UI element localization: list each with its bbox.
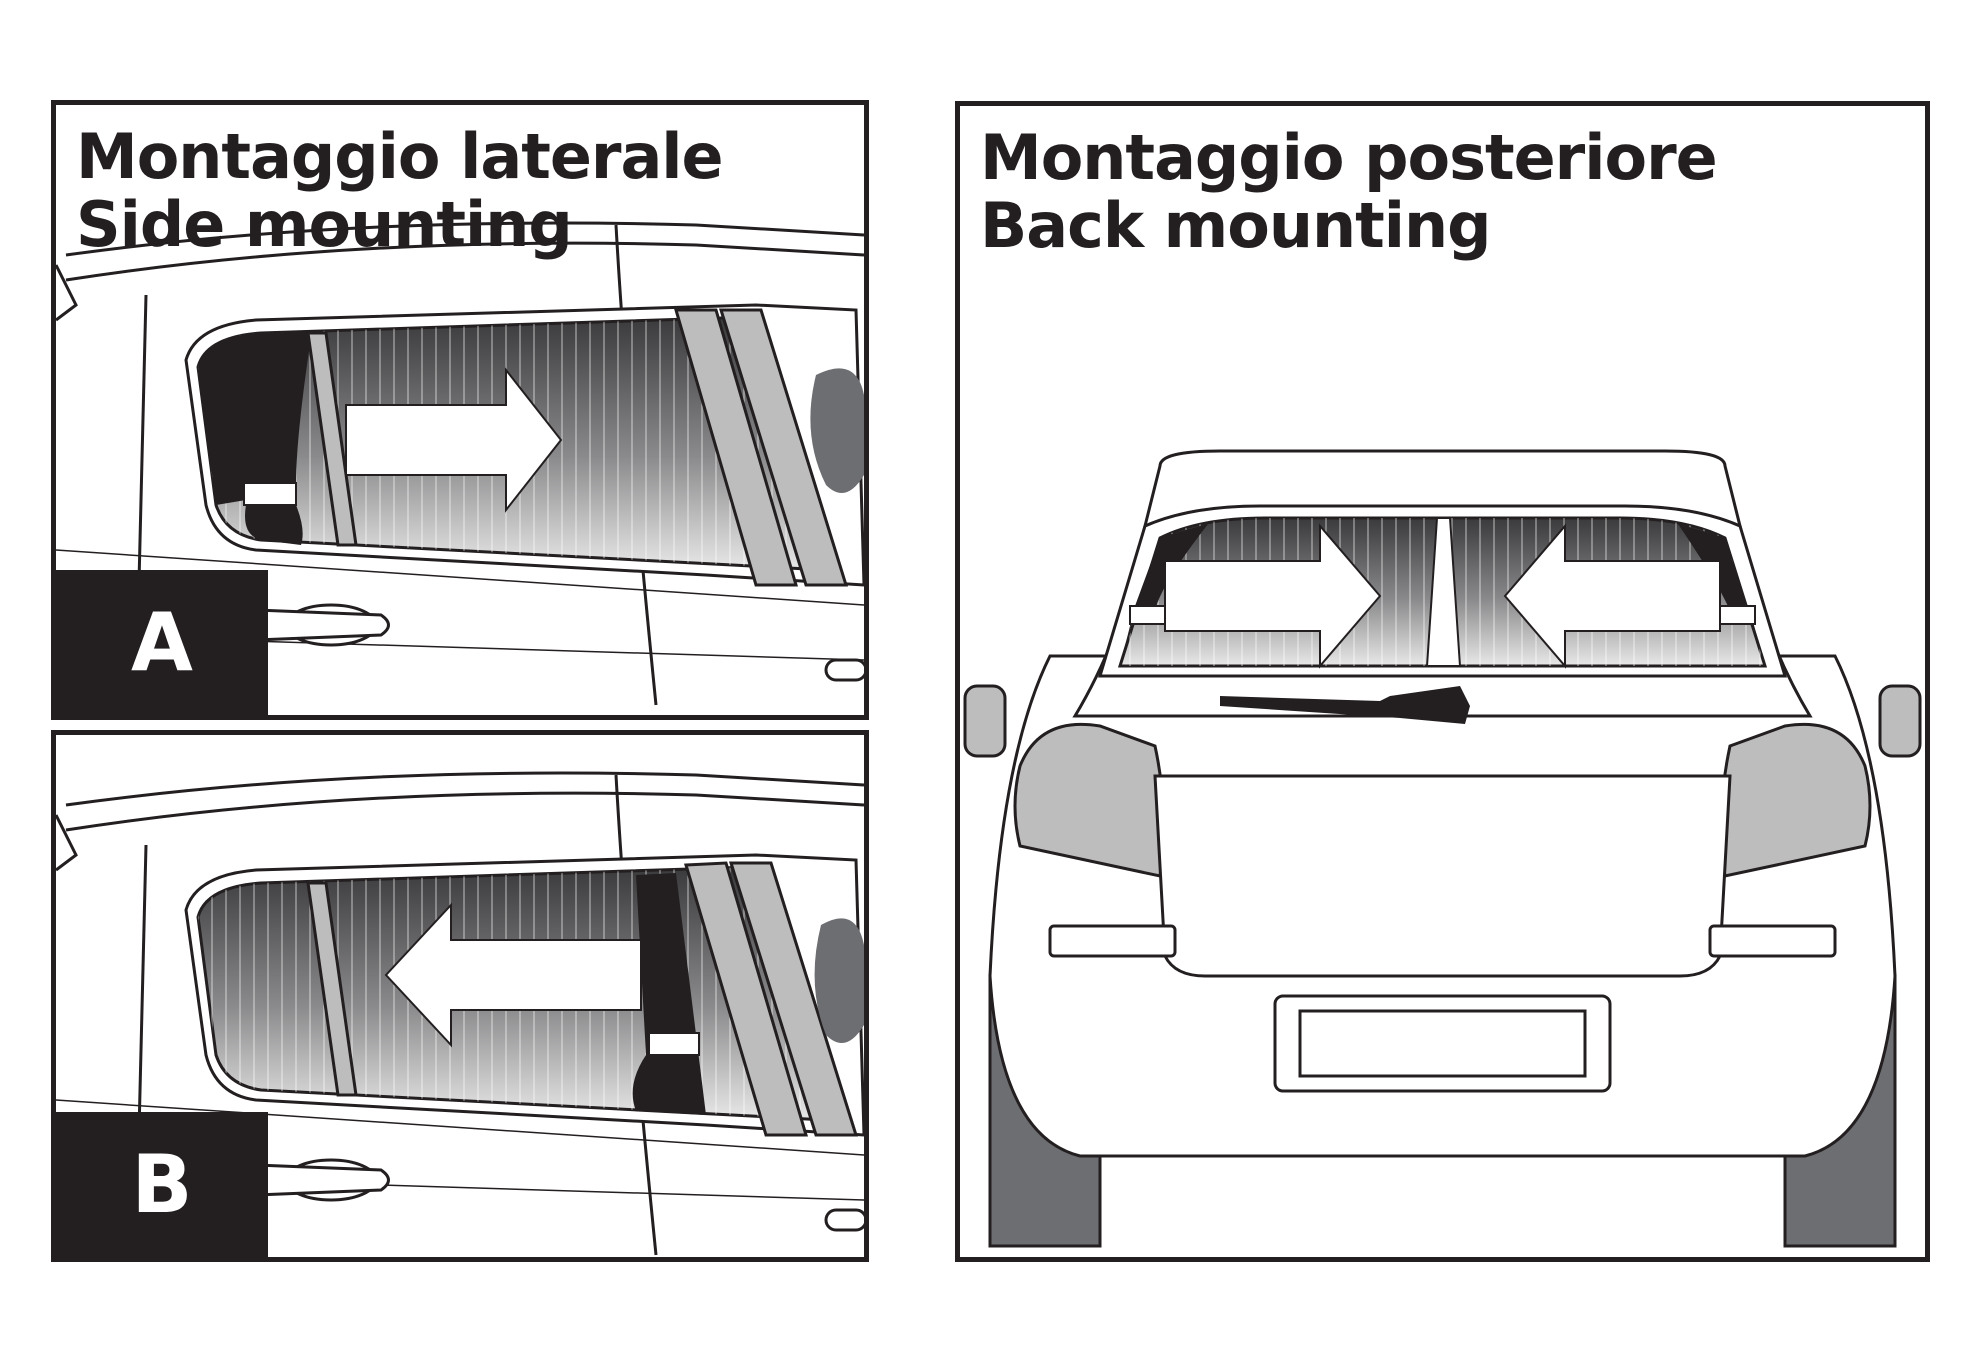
panel-title-back: Montaggio posteriore Back mounting xyxy=(980,121,1718,262)
car-side-drawing-a xyxy=(56,221,864,706)
title-english: Side mounting xyxy=(76,188,573,261)
panel-side-mounting-b: B xyxy=(51,730,869,1262)
label-a: A xyxy=(56,570,268,715)
license-plate xyxy=(1298,1009,1587,1078)
label-b: B xyxy=(56,1112,268,1257)
title-italian: Montaggio posteriore xyxy=(980,121,1718,194)
arrow-right-icon xyxy=(1164,523,1382,669)
car-side-drawing-b xyxy=(56,771,864,1256)
panel-side-mounting-a: Montaggio laterale Side mounting A xyxy=(51,100,869,720)
wiper-icon xyxy=(1220,686,1470,724)
title-english: Back mounting xyxy=(980,189,1492,262)
arrow-right-icon xyxy=(345,367,563,513)
panel-back-mounting: Montaggio posteriore Back mounting xyxy=(955,101,1930,1262)
panel-title-side: Montaggio laterale Side mounting xyxy=(76,120,724,261)
title-italian: Montaggio laterale xyxy=(76,120,724,193)
car-rear-drawing xyxy=(963,449,1922,1248)
arrow-left-icon xyxy=(384,902,642,1048)
arrow-left-icon xyxy=(1503,523,1721,669)
